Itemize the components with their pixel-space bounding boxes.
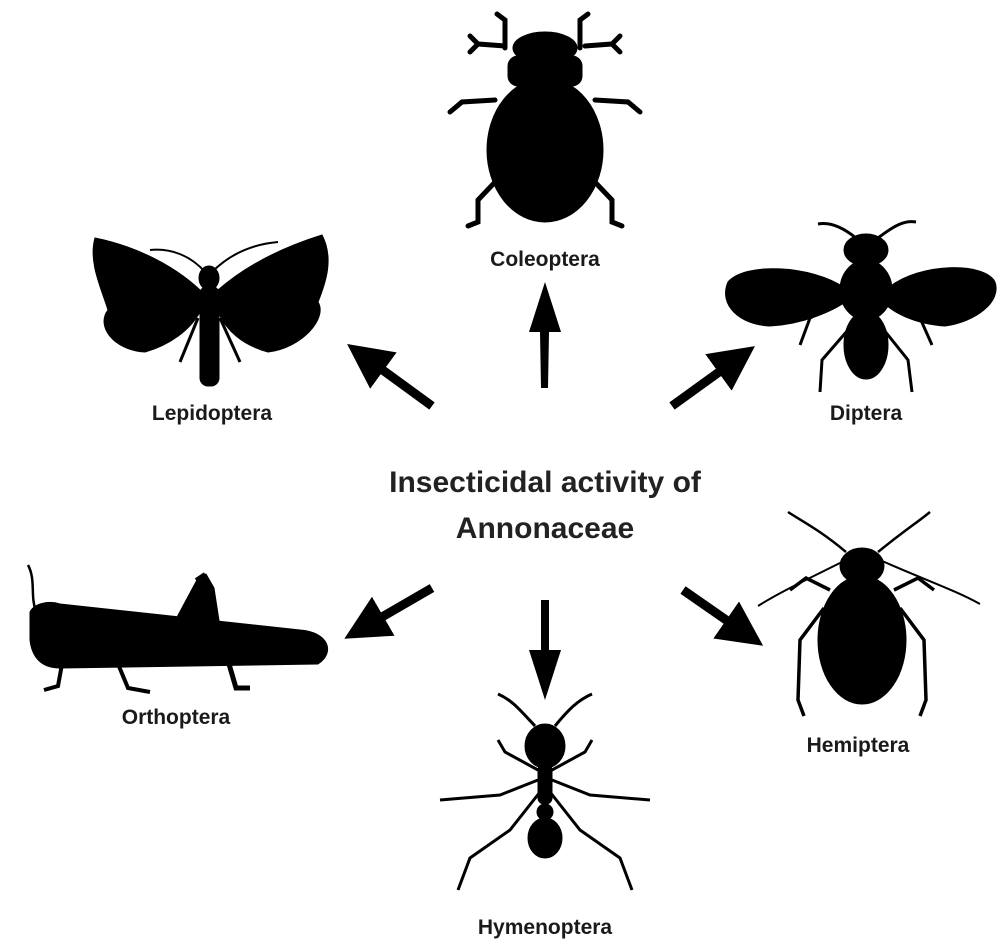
arrow-to-diptera: [672, 354, 744, 406]
grasshopper-icon: [28, 565, 328, 692]
label-hemiptera: Hemiptera: [807, 734, 910, 757]
arrow-to-coleoptera: [529, 282, 561, 388]
arrow-to-orthoptera: [356, 588, 432, 632]
label-lepidoptera: Lepidoptera: [152, 402, 272, 425]
label-diptera: Diptera: [830, 402, 903, 425]
label-coleoptera: Coleoptera: [490, 248, 600, 271]
beetle-icon: [450, 14, 640, 226]
arrow-to-lepidoptera: [358, 352, 432, 406]
moth-icon: [93, 235, 328, 386]
center-title-line2: Annonaceae: [456, 512, 634, 545]
arrow-to-hemiptera: [683, 590, 752, 638]
center-title: Insecticidal activity of Annonaceae: [389, 466, 702, 545]
label-orthoptera: Orthoptera: [122, 706, 231, 729]
fly-icon: [726, 222, 997, 392]
arrow-to-hymenoptera: [529, 600, 561, 700]
ant-icon: [440, 694, 650, 890]
aphid-icon: [758, 512, 980, 716]
label-hymenoptera: Hymenoptera: [478, 916, 613, 939]
center-title-line1: Insecticidal activity of: [389, 466, 702, 499]
